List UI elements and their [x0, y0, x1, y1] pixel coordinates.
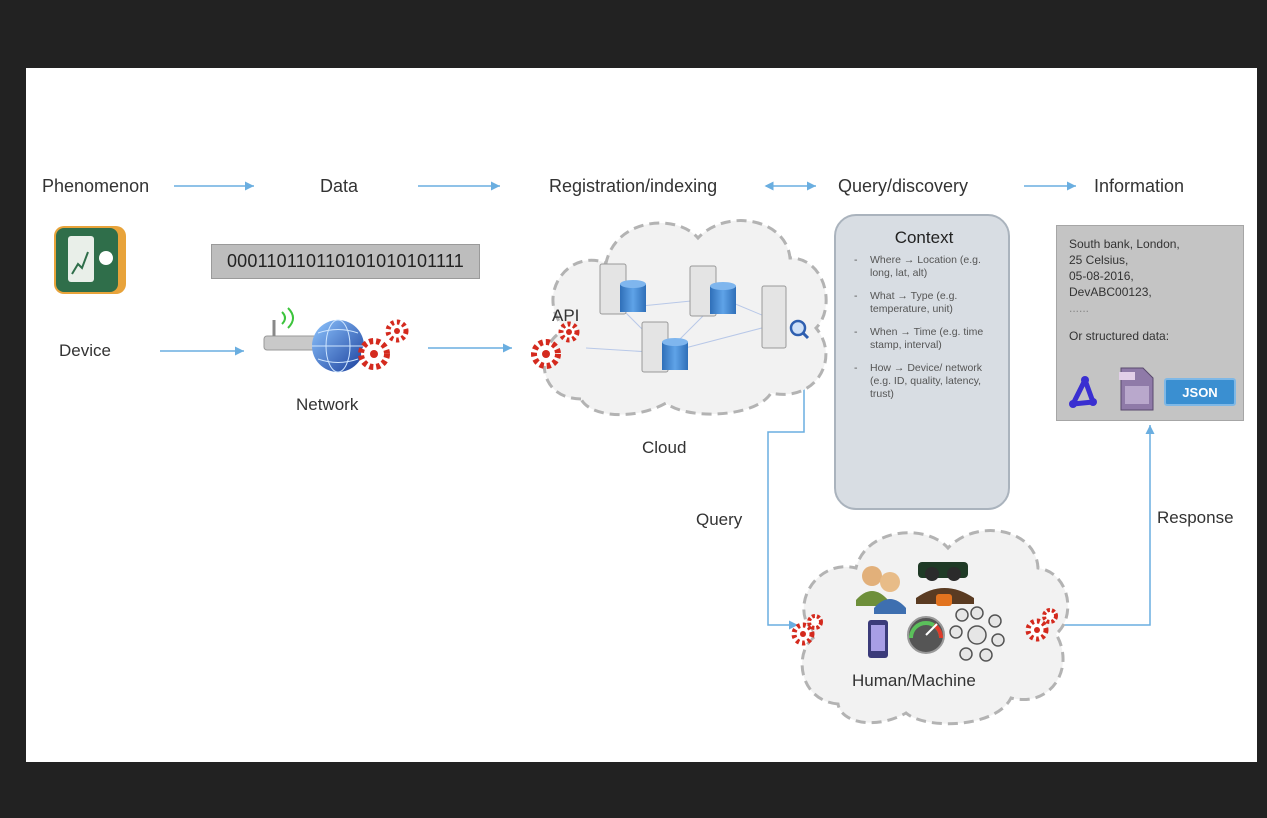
gear-icon — [791, 608, 1058, 646]
information-box: South bank, London, 25 Celsius, 05-08-20… — [1056, 225, 1244, 421]
context-item-where: Where → Location (e.g. long, lat, alt) — [850, 254, 998, 280]
context-title: Context — [894, 228, 954, 247]
info-line: DevABC00123, — [1069, 285, 1152, 299]
binary-data: 000110110110101010101111 — [211, 244, 480, 279]
info-line: ...... — [1069, 301, 1090, 315]
label-cloud: Cloud — [642, 438, 687, 457]
context-item-what: What → Type (e.g. temperature, unit) — [850, 290, 998, 316]
structured-data-label: Or structured data: — [1069, 329, 1170, 343]
context-item-when: When → Time (e.g. time stamp, interval) — [850, 326, 998, 352]
stage-query-discovery: Query/discovery — [838, 176, 969, 196]
server-icon — [599, 263, 787, 373]
gauge-icon — [907, 616, 945, 654]
phone-icon — [868, 620, 888, 658]
json-badge: JSON — [1164, 378, 1236, 406]
search-icon — [789, 319, 810, 340]
stage-data: Data — [320, 176, 359, 196]
label-api: API — [552, 306, 580, 325]
people-icon — [856, 562, 974, 614]
stage-phenomenon: Phenomenon — [42, 176, 150, 196]
network-nodes-icon — [949, 606, 1005, 662]
label-query: Query — [696, 510, 743, 529]
router-icon — [263, 307, 321, 351]
context-box: Context Where → Location (e.g. long, lat… — [834, 214, 1010, 510]
device-icon — [54, 226, 126, 294]
label-network: Network — [296, 395, 359, 414]
label-human-machine: Human/Machine — [852, 671, 976, 690]
slide: Phenomenon Data Registration/indexing Qu… — [26, 68, 1257, 762]
device-arrows — [160, 343, 512, 356]
stage-information: Information — [1094, 176, 1185, 196]
globe-icon — [312, 319, 364, 373]
label-device: Device — [59, 341, 111, 360]
label-response: Response — [1157, 508, 1234, 527]
context-item-how: How → Device/ network (e.g. ID, quality,… — [850, 362, 998, 401]
stage-registration: Registration/indexing — [549, 176, 718, 196]
gear-icon — [358, 319, 409, 370]
query-response-connectors — [767, 358, 1155, 630]
hub-icon — [1069, 376, 1097, 408]
database-icon — [620, 280, 736, 370]
diagram-canvas — [54, 181, 1155, 726]
info-line: 05-08-2016, — [1069, 269, 1134, 283]
context-list: Where → Location (e.g. long, lat, alt) W… — [850, 254, 998, 401]
info-line: 25 Celsius, — [1069, 253, 1129, 267]
xml-file-icon — [1119, 367, 1154, 411]
gear-icon — [531, 321, 580, 369]
info-line: South bank, London, — [1069, 237, 1180, 251]
